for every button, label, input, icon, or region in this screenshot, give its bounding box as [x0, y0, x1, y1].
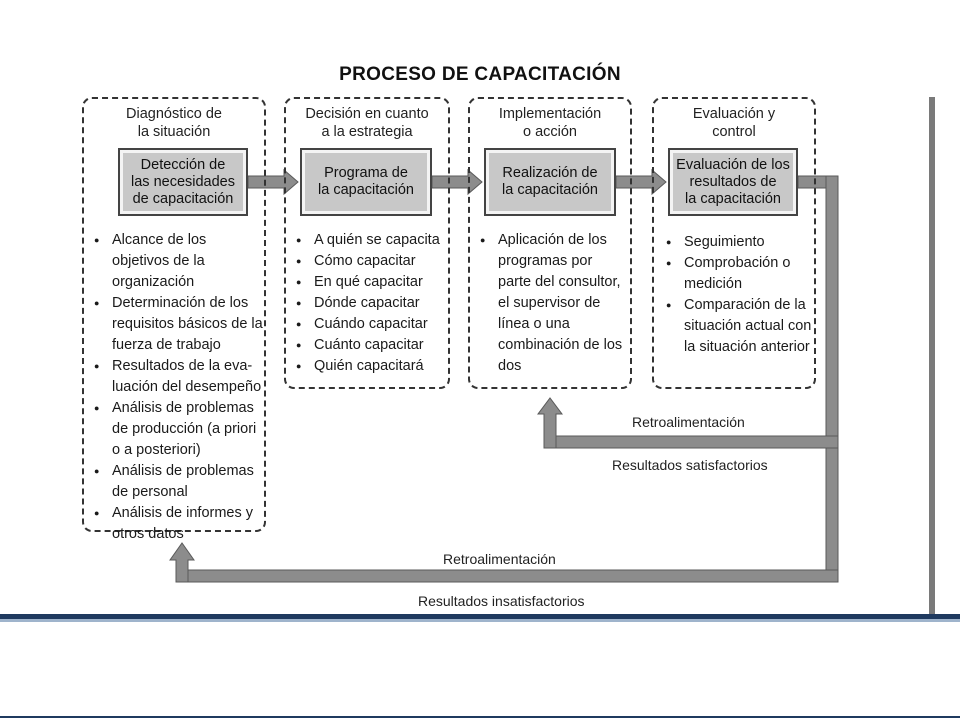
- outer-loop-horizontal: [175, 569, 839, 583]
- stage-item-list: Aplicación de los programas por parte de…: [478, 230, 628, 377]
- list-item: Análisis de informes y otros datos: [92, 503, 264, 545]
- list-item: Cómo capacitar: [294, 251, 446, 272]
- stage-heading: Evaluación y control: [692, 106, 776, 140]
- stage-decision: Decisión en cuanto a la estrategia: [284, 97, 450, 389]
- process-box-deteccion: Detección de las necesidades de capacita…: [118, 148, 248, 216]
- process-label: Programa de la capacitación: [305, 153, 427, 211]
- stage-implementacion: Implementación o acción: [468, 97, 632, 389]
- list-item: Determinación de los requisitos básicos …: [92, 293, 264, 356]
- list-item: A quién se capacita: [294, 230, 446, 251]
- list-item: Cuánto capacitar: [294, 335, 446, 356]
- outer-loop-arrowhead: [169, 542, 195, 583]
- stage-item-list: Seguimiento Comprobación o medición Comp…: [664, 232, 814, 358]
- process-label: Realización de la capacitación: [489, 153, 611, 211]
- footer-line: [0, 716, 960, 718]
- bottom-band-navy: [0, 614, 960, 619]
- list-item: Resultados de la eva-luación del desempe…: [92, 356, 264, 398]
- stage-item-list: Alcance de los objetivos de la organizac…: [92, 230, 264, 545]
- list-item: En qué capacitar: [294, 272, 446, 293]
- process-label: Evaluación de los resultados de la capac…: [673, 153, 793, 211]
- list-item: Comparación de la situación actual con l…: [664, 295, 814, 358]
- inner-loop-arrowhead: [537, 397, 563, 449]
- process-box-programa: Programa de la capacitación: [300, 148, 432, 216]
- list-item: Cuándo capacitar: [294, 314, 446, 335]
- process-box-realizacion: Realización de la capacitación: [484, 148, 616, 216]
- outer-feedback-label: Retroalimentación: [443, 551, 556, 567]
- stage-heading: Diagnóstico de la situación: [126, 106, 222, 140]
- stage-heading: Implementación o acción: [498, 106, 602, 140]
- list-item: Comprobación o medición: [664, 253, 814, 295]
- list-item: Dónde capacitar: [294, 293, 446, 314]
- list-item: Alcance de los objetivos de la organizac…: [92, 230, 264, 293]
- stage-heading: Decisión en cuanto a la estrategia: [305, 106, 429, 140]
- process-label: Detección de las necesidades de capacita…: [123, 153, 243, 211]
- loop-right-vertical: [825, 175, 839, 583]
- stage-evaluacion: Evaluación y control: [652, 97, 816, 389]
- stage-item-list: A quién se capacita Cómo capacitar En qu…: [294, 230, 446, 377]
- inner-loop-horizontal: [543, 435, 839, 449]
- list-item: Seguimiento: [664, 232, 814, 253]
- inner-feedback-label: Retroalimentación: [632, 414, 745, 430]
- list-item: Aplicación de los programas por parte de…: [478, 230, 628, 377]
- outer-result-label: Resultados insatisfactorios: [418, 593, 585, 609]
- side-bar: [929, 97, 935, 615]
- bottom-band-light: [0, 619, 960, 622]
- list-item: Análisis de problemas de personal: [92, 461, 264, 503]
- page-title: PROCESO DE CAPACITACIÓN: [339, 64, 621, 85]
- process-box-evaluacion: Evaluación de los resultados de la capac…: [668, 148, 798, 216]
- inner-result-label: Resultados satisfactorios: [612, 457, 768, 473]
- list-item: Análisis de problemas de producción (a p…: [92, 398, 264, 461]
- list-item: Quién capacitará: [294, 356, 446, 377]
